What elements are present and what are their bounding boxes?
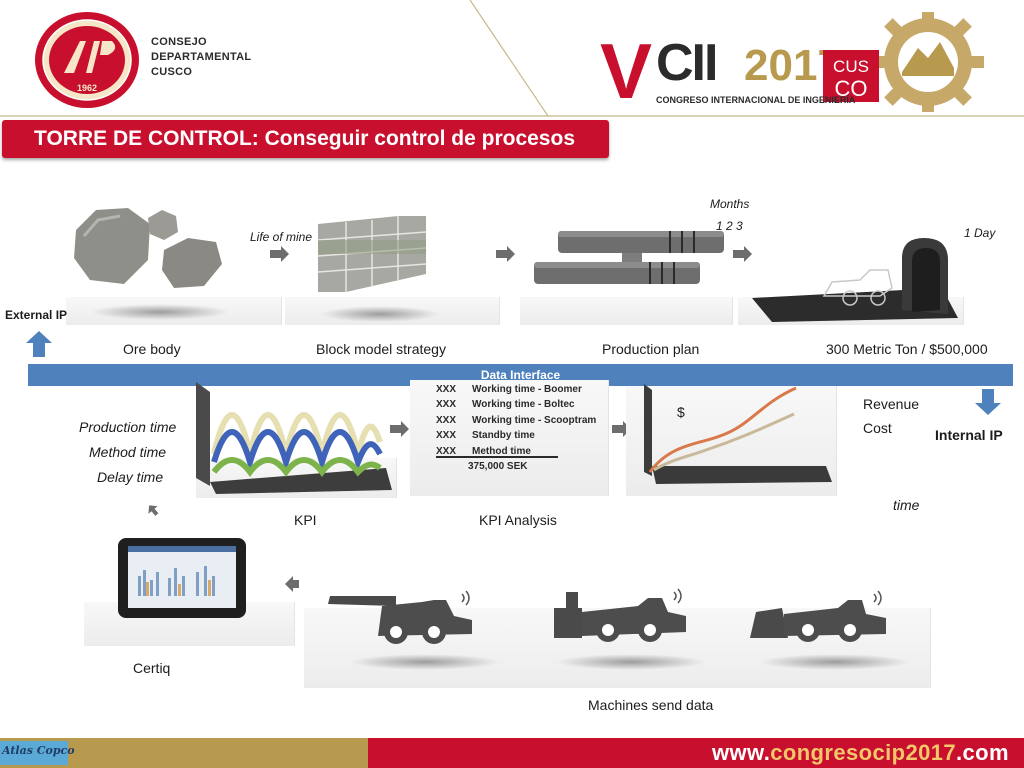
tunnel-truck-icon <box>752 238 958 322</box>
org-line-1: CONSEJO <box>151 36 207 48</box>
flow-arrow-1 <box>270 246 289 262</box>
kpi-label: KPI <box>294 512 317 528</box>
url-prefix: www. <box>712 740 771 765</box>
external-ip-label: External IP <box>5 308 68 322</box>
one-day-label: 1 Day <box>964 226 996 240</box>
months-numbers: 1 2 3 <box>716 219 743 233</box>
revenue-label: Revenue <box>863 396 920 412</box>
logo-year: 1962 <box>77 83 97 93</box>
rock-icon <box>74 208 222 288</box>
drill-rig-icon <box>328 590 472 644</box>
congress-subtitle: CONGRESO INTERNACIONAL DE INGENIERÍA <box>656 95 856 105</box>
table-row: XXX Standby time <box>436 428 596 443</box>
ore-body-label: Ore body <box>123 341 181 357</box>
pipe-plan-icon <box>534 231 724 284</box>
table-row: XXX Method time <box>436 444 596 459</box>
kpi-total-value: 375,000 SEK <box>468 461 528 472</box>
machine-shadow-3 <box>760 654 910 670</box>
flow-arrow-4 <box>390 421 409 437</box>
kpi-analysis-table: XXX Working time - Boomer XXX Working time… <box>436 382 596 459</box>
arrow-down-icon <box>975 389 1001 415</box>
block-model-icon <box>318 216 427 292</box>
congress-brand-v: V <box>600 27 652 112</box>
life-of-mine-label: Life of mine <box>250 230 313 244</box>
internal-ip-label: Internal IP <box>935 427 1003 443</box>
certiq-label: Certiq <box>133 660 171 676</box>
time-axis-label: time <box>893 497 920 513</box>
loader-icon <box>750 590 886 642</box>
kpi-total-divider <box>436 456 558 458</box>
machines-send-data-label: Machines send data <box>588 697 714 713</box>
flow-arrow-3 <box>733 246 752 262</box>
table-row: XXX Working time - Scooptram <box>436 413 596 428</box>
flow-arrow-7 <box>285 576 299 592</box>
atlas-copco-text: Atlas Copco <box>2 744 75 757</box>
platform-plan <box>520 297 733 325</box>
months-label: Months <box>710 197 750 211</box>
kpi-code: XXX <box>436 445 457 457</box>
metric-ton-label: 300 Metric Ton / $500,000 <box>826 341 988 357</box>
kpi-row-label: Working time - Boomer <box>472 384 582 395</box>
atlas-copco-logo <box>0 741 68 765</box>
production-plan-label: Production plan <box>602 341 700 357</box>
platform-kpi-analysis <box>410 380 609 496</box>
cost-label: Cost <box>863 420 892 436</box>
kpi-code: XXX <box>436 384 457 395</box>
svg-text:CII: CII <box>656 34 716 92</box>
flow-arrow-2 <box>496 246 515 262</box>
method-time-label: Method time <box>89 444 167 460</box>
bolter-icon <box>554 588 686 642</box>
production-time-label: Production time <box>79 419 177 435</box>
arrow-up-icon <box>26 331 52 357</box>
congress-logo: V CII 2017 CUS CO CONGRESO INTERNACIONAL… <box>600 12 984 112</box>
machine-shadow-2 <box>556 654 706 670</box>
table-row: XXX Working time - Boomer <box>436 382 596 397</box>
dollar-label: $ <box>677 404 685 420</box>
flow-arrow-6 <box>148 505 159 516</box>
platform-ore <box>66 297 282 325</box>
delay-time-label: Delay time <box>97 469 164 485</box>
data-interface-bar: Data Interface <box>28 364 1013 386</box>
data-interface-label: Data Interface <box>480 368 561 382</box>
tablet-icon <box>118 538 246 618</box>
kpi-analysis-label: KPI Analysis <box>479 512 557 528</box>
wave-chart-icon <box>196 382 392 494</box>
url-suffix: .com <box>955 740 1009 765</box>
kpi-code: XXX <box>436 430 457 442</box>
kpi-row-label: Method time <box>472 445 531 457</box>
line-chart-icon <box>644 384 832 484</box>
org-line-3: CUSCO <box>151 66 193 78</box>
slide-title: TORRE DE CONTROL: Conseguir control de p… <box>2 120 609 158</box>
footer-url[interactable]: www.congresocip2017.com <box>712 740 1009 766</box>
kpi-row-label: Working time - Scooptram <box>472 414 597 426</box>
header-divider <box>0 0 1024 117</box>
kpi-code: XXX <box>436 399 457 411</box>
kpi-row-label: Working time - Boltec <box>472 399 575 411</box>
org-line-2: DEPARTAMENTAL <box>151 51 252 63</box>
cip-logo: 1962 <box>35 12 139 108</box>
footer-red-band <box>368 738 1024 768</box>
machine-shadow-1 <box>350 654 500 670</box>
congress-city-1: CUS <box>833 57 869 76</box>
kpi-row-label: Standby time <box>472 430 535 442</box>
table-row: XXX Working time - Boltec <box>436 397 596 412</box>
url-highlight: congresocip2017 <box>770 740 956 765</box>
kpi-code: XXX <box>436 414 457 426</box>
block-shadow <box>320 306 440 322</box>
block-model-label: Block model strategy <box>316 341 446 357</box>
rock-shadow <box>90 304 230 320</box>
platform-block <box>285 297 500 325</box>
congress-city-2: CO <box>835 76 868 101</box>
